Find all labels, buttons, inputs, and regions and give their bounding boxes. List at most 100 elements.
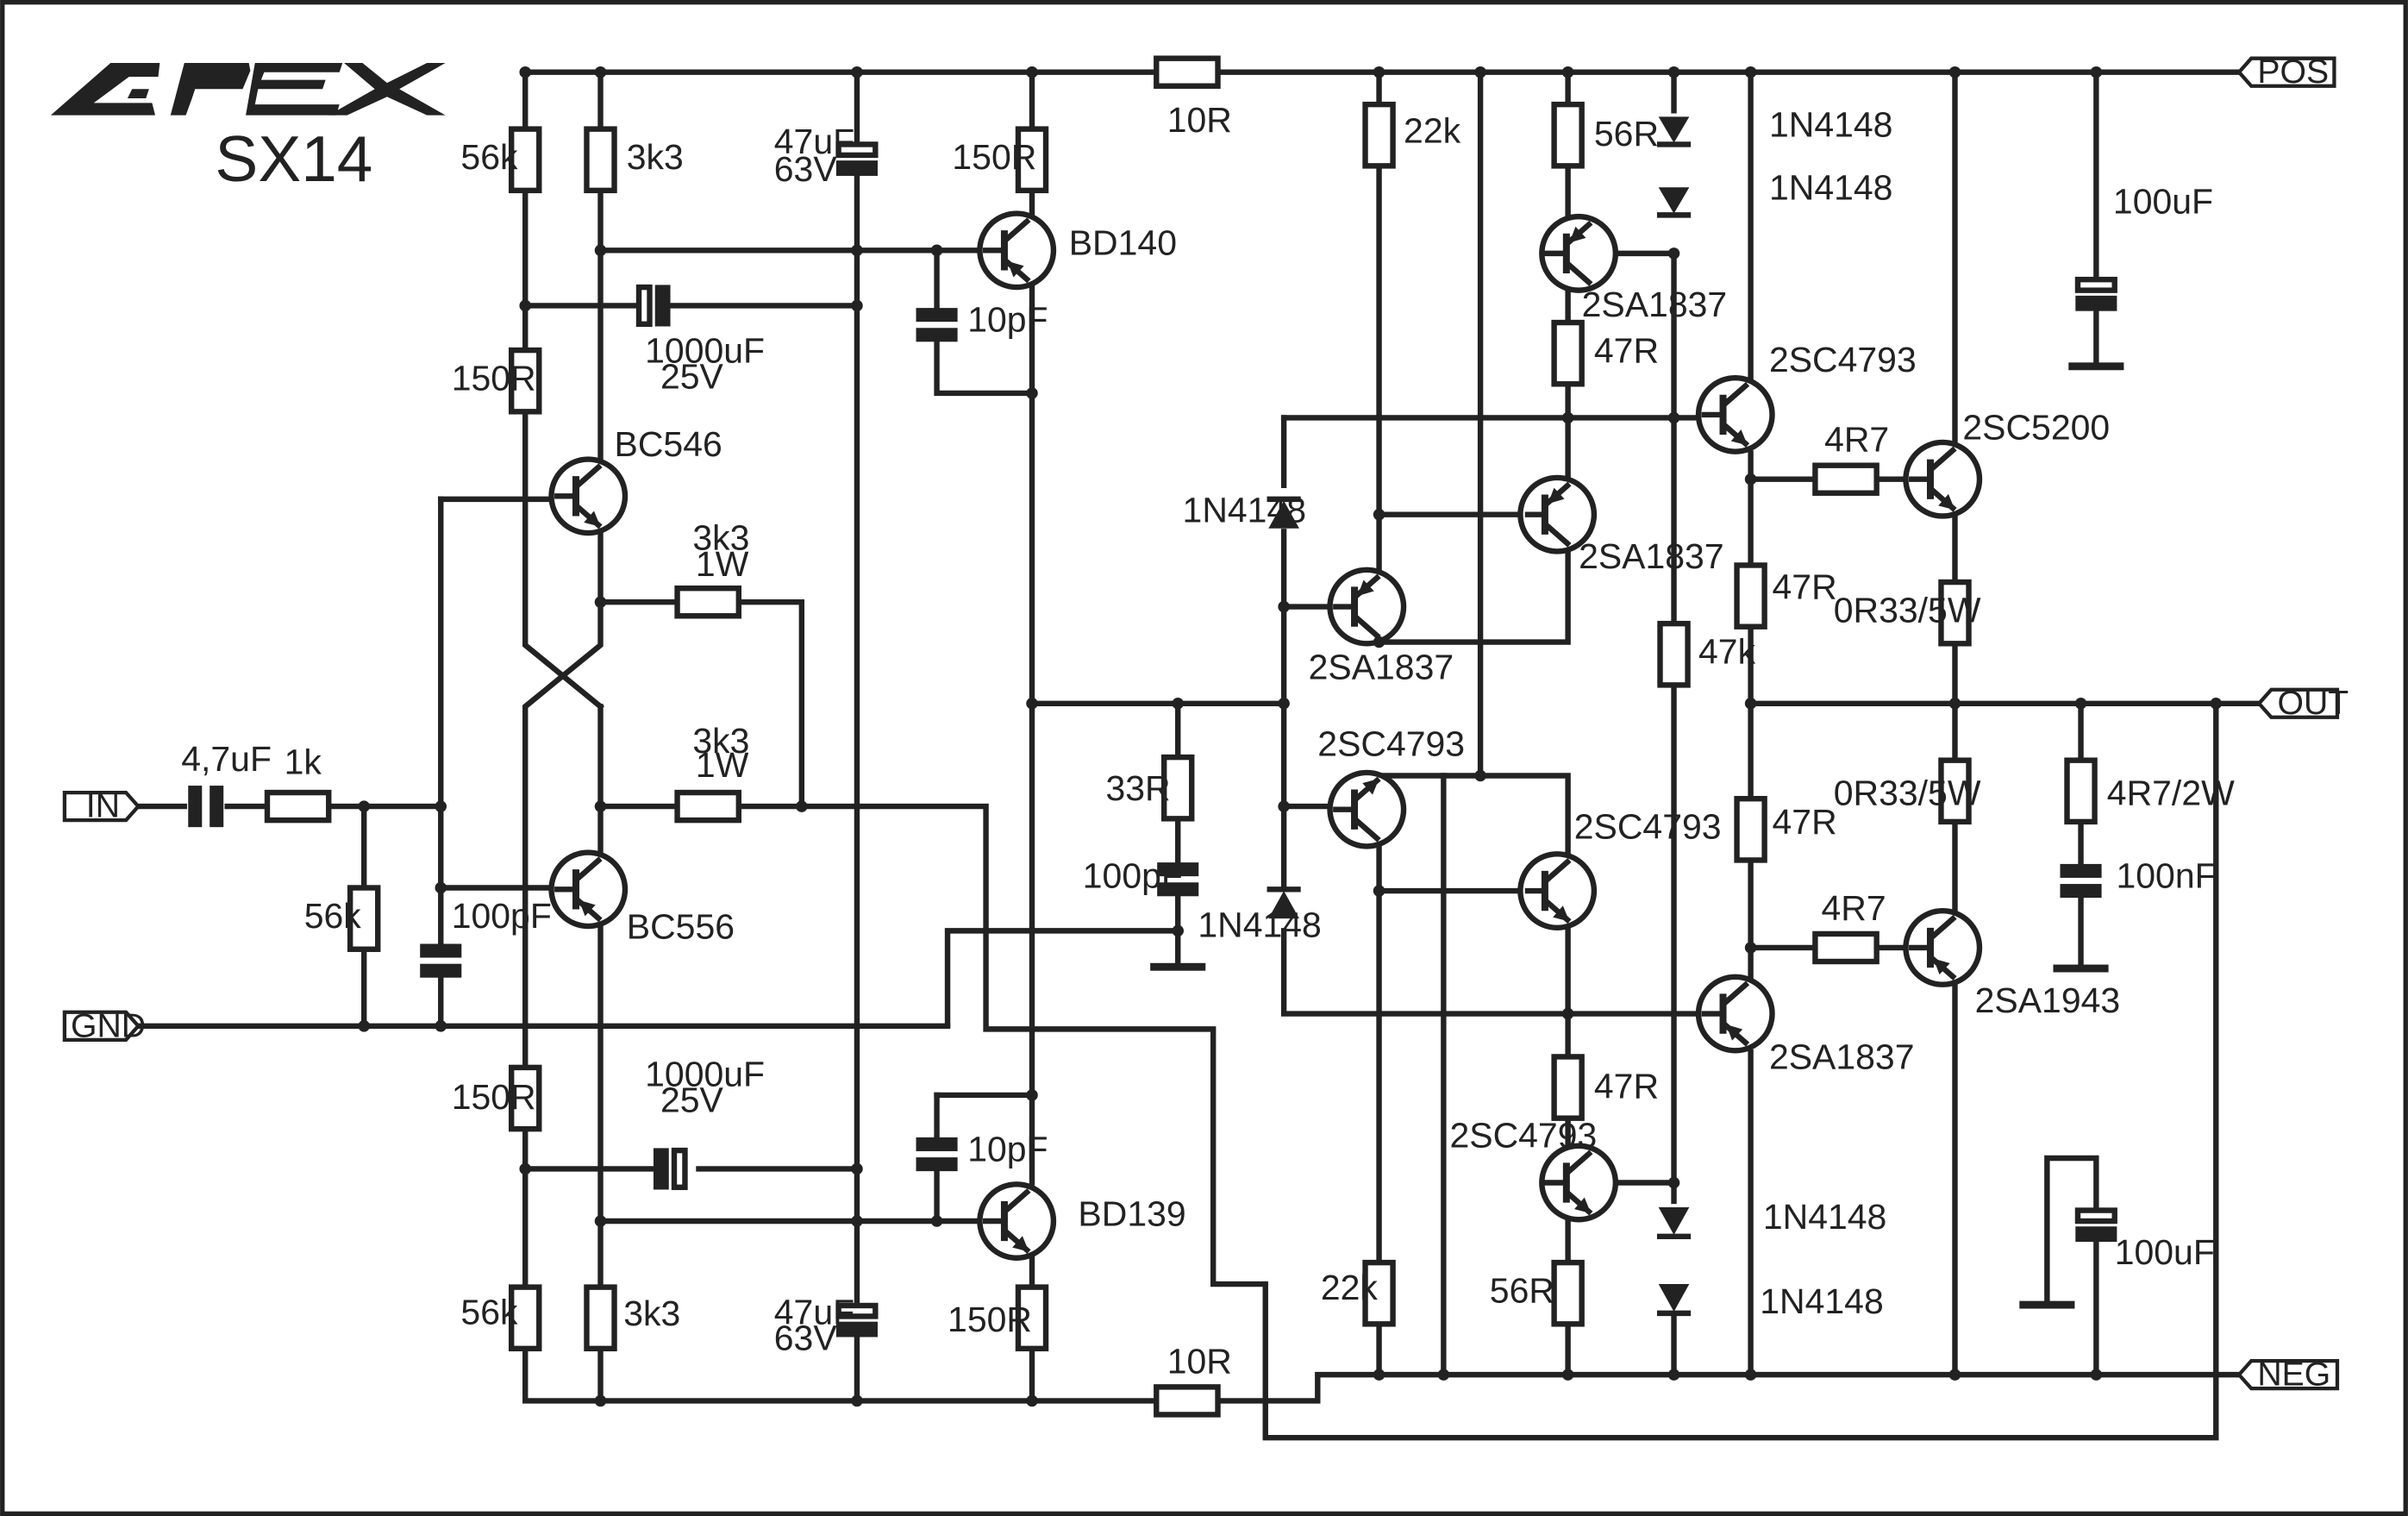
label-2sa1837-d: 2SA1837 (1769, 1037, 1915, 1077)
resistor-33r (1160, 754, 1195, 822)
ground-symbol (2053, 964, 2109, 973)
label-bd139: BD139 (1078, 1193, 1185, 1233)
transistors (548, 210, 1983, 1261)
label-47r-b: 47R (1773, 567, 1837, 607)
junction-dot (435, 1020, 447, 1032)
capacitor-100nf (2060, 863, 2102, 899)
junction-dot (1744, 698, 1757, 710)
resistor-0r33-top (1938, 579, 1972, 647)
junction-dot (1172, 698, 1184, 710)
label-10r-top: 10R (1167, 100, 1232, 140)
capacitor-10pf-bot (916, 1137, 958, 1172)
component-labels: 56k 3k3 47uF 63V 150R BD140 1000uF 25V 1… (181, 100, 2235, 1381)
transistor-bd140 (977, 210, 1057, 291)
label-4r7-bot: 4R7 (1822, 888, 1886, 928)
resistors (264, 55, 2098, 1418)
label-2sa1837-a: 2SA1837 (1582, 285, 1728, 324)
capacitors (188, 141, 2117, 1337)
junction-dot (1667, 1176, 1680, 1189)
junction-dot (1667, 411, 1680, 424)
transistor-2sa1837-b (1327, 567, 1407, 647)
diode-1n4148-left-top (1267, 496, 1301, 529)
diode-1n4148-top1 (1656, 116, 1692, 147)
label-10pf-bot: 10pF (967, 1130, 1048, 1169)
label-100nf: 100nF (2117, 856, 2217, 896)
transistor-bc556 (548, 849, 629, 930)
label-2sc4793-c: 2SC4793 (1574, 807, 1722, 847)
label-150r-q-top: 150R (952, 137, 1036, 177)
resistor-10r-bot (1154, 1384, 1221, 1418)
label-bd140: BD140 (1069, 223, 1177, 263)
junction-dot (519, 299, 531, 312)
junction-dot (435, 881, 447, 894)
ground-bars (1150, 362, 2124, 1309)
port-pos: POS (2236, 53, 2336, 91)
label-3k3-1w-top-a: 3k3 (692, 518, 749, 558)
label-33r: 33R (1106, 768, 1171, 808)
junction-dot (594, 800, 607, 812)
capacitor-10pf-top (916, 308, 958, 342)
junction-dot (1172, 924, 1184, 937)
port-gnd-label: GND (71, 1007, 146, 1044)
label-47r-d: 47R (1594, 1067, 1659, 1106)
label-56r-bot: 56R (1490, 1270, 1554, 1310)
label-47uf-top-a: 47uF (774, 122, 854, 161)
junction-dots (358, 66, 2223, 1407)
capacitor-47uf-bot (835, 1302, 879, 1337)
label-1n4148-bot1: 1N4148 (1763, 1197, 1886, 1237)
label-bc546: BC546 (615, 424, 722, 464)
junction-dot (1373, 66, 1385, 78)
transistor-2sc5200 (1903, 439, 1983, 519)
label-150r-q-bot: 150R (948, 1300, 1032, 1339)
label-2sc5200: 2SC5200 (1962, 407, 2110, 447)
junction-dot (519, 66, 531, 78)
junction-dot (930, 1215, 943, 1227)
transistor-2sc4793-d (1539, 1143, 1619, 1223)
junction-dot (1373, 1369, 1385, 1381)
junction-dot (1026, 387, 1038, 399)
resistor-4r7-top (1812, 462, 1879, 496)
label-1n4148-left-top: 1N4148 (1183, 491, 1306, 530)
label-56k-bot: 56k (460, 1292, 518, 1331)
junction-dot (594, 1394, 607, 1407)
junction-dot (930, 244, 943, 257)
resistor-56r-bot (1551, 1259, 1585, 1327)
capacitor-100uf-top (2074, 276, 2117, 311)
label-1k: 1k (285, 742, 322, 782)
junction-dot (1026, 698, 1038, 710)
label-56k-input: 56k (304, 896, 362, 936)
junction-dot (2210, 698, 2223, 710)
junction-dot (594, 66, 607, 78)
label-2sa1837-b: 2SA1837 (1309, 647, 1454, 686)
resistor-3k3-top (584, 126, 617, 194)
junction-dot (1561, 1369, 1574, 1381)
label-1000uf-top-b: 25V (660, 357, 724, 397)
transistor-2sc4793-b (1327, 769, 1407, 849)
label-100pf-mid: 100pF (1083, 856, 1183, 896)
port-in-label: IN (86, 788, 120, 825)
label-4-7uf: 4,7uF (181, 739, 272, 779)
resistor-150r-bot (508, 1064, 542, 1132)
label-3k3-1w-top-b: 1W (696, 544, 749, 584)
diode-1n4148-bot2 (1656, 1284, 1692, 1317)
resistor-22k-top (1362, 101, 1396, 169)
junction-dot (1278, 600, 1290, 613)
transistor-2sa1837-a (1539, 213, 1619, 293)
diode-1n4148-bot1 (1656, 1206, 1692, 1240)
port-gnd: GND (62, 1007, 146, 1044)
label-2sc4793-b: 2SC4793 (1317, 724, 1465, 763)
resistor-150r-q-top (1015, 126, 1049, 194)
junction-dot (594, 244, 607, 257)
junction-dot (851, 1394, 863, 1407)
capacitor-100uf-bot (2074, 1207, 2117, 1243)
label-2sa1943: 2SA1943 (1975, 980, 2121, 1020)
resistor-56k-top (508, 126, 542, 194)
label-150r-top: 150R (452, 358, 536, 398)
label-56r-top: 56R (1594, 114, 1659, 153)
port-out-label: OUT (2278, 685, 2349, 722)
label-2sa1837-c: 2SA1837 (1579, 536, 1724, 576)
label-0r33-top: 0R33/5W (1834, 590, 1981, 630)
resistor-47k (1657, 620, 1691, 688)
resistor-4r7-2w (2064, 757, 2098, 825)
